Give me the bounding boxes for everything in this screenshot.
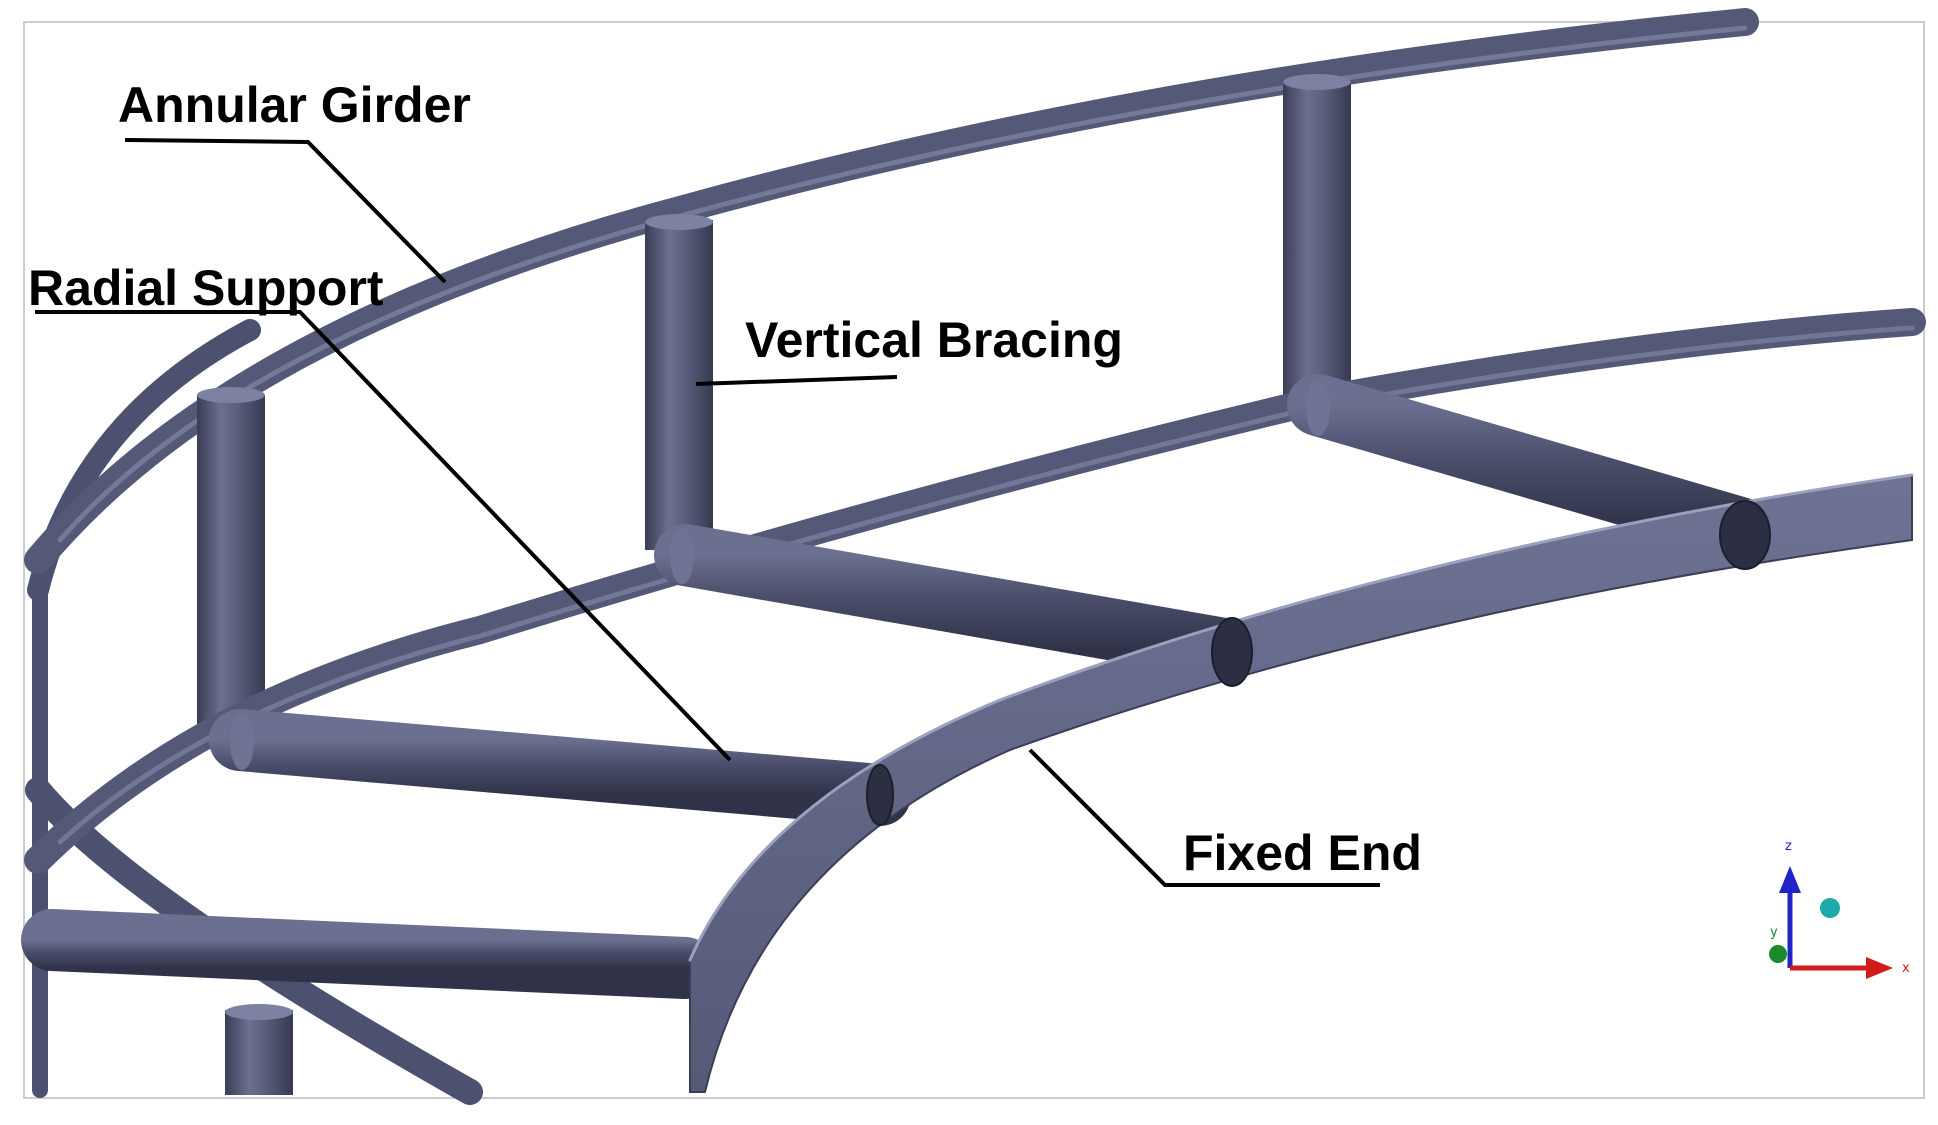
radial-support-2 [654,524,1261,681]
leader-annular-girder [124,138,447,284]
joint-3 [1306,380,1330,436]
leader-lines [35,138,1380,887]
leader-vertical-bracing [695,375,898,386]
vertical-bracing-column-1 [197,395,265,740]
fixed-end-band-edge [688,473,1914,962]
triad-x-label: x [1902,961,1910,976]
triad-z-label: z [1785,839,1792,854]
triad-x-arrowhead [1866,957,1893,979]
joint-2 [670,528,694,584]
triad-viewpoint-marker [1820,898,1840,918]
triad-y-axis-marker [1769,945,1787,963]
annular-girder-inner-highlight [57,325,1915,845]
vertical-bracing-column-3 [1283,80,1351,400]
support-end-opening-3 [1719,500,1771,570]
truss-structure [21,8,1926,1105]
coordinate-triad: z y x [1769,839,1910,979]
support-end-opening-2 [1211,617,1253,687]
joint-1 [230,714,254,770]
label-annular-girder: Annular Girder [118,77,471,133]
label-vertical-bracing: Vertical Bracing [745,312,1123,368]
triad-z-arrowhead [1779,866,1801,893]
leader-radial-support [35,310,732,762]
radial-support-4 [21,909,716,999]
vertical-bracing-column-4 [225,1010,293,1095]
radial-support-1 [209,709,911,826]
column-1-cap [197,387,265,403]
column-3-cap [1283,74,1351,90]
annular-girder-inner [24,308,1926,874]
column-2-cap [645,214,713,230]
label-radial-support: Radial Support [28,260,384,316]
label-fixed-end: Fixed End [1183,825,1422,881]
radial-support-3 [1287,374,1771,559]
leader-fixed-end [1028,748,1380,887]
column-4-cap [225,1004,293,1020]
triad-y-label: y [1770,925,1778,940]
support-end-opening-1 [866,764,894,826]
